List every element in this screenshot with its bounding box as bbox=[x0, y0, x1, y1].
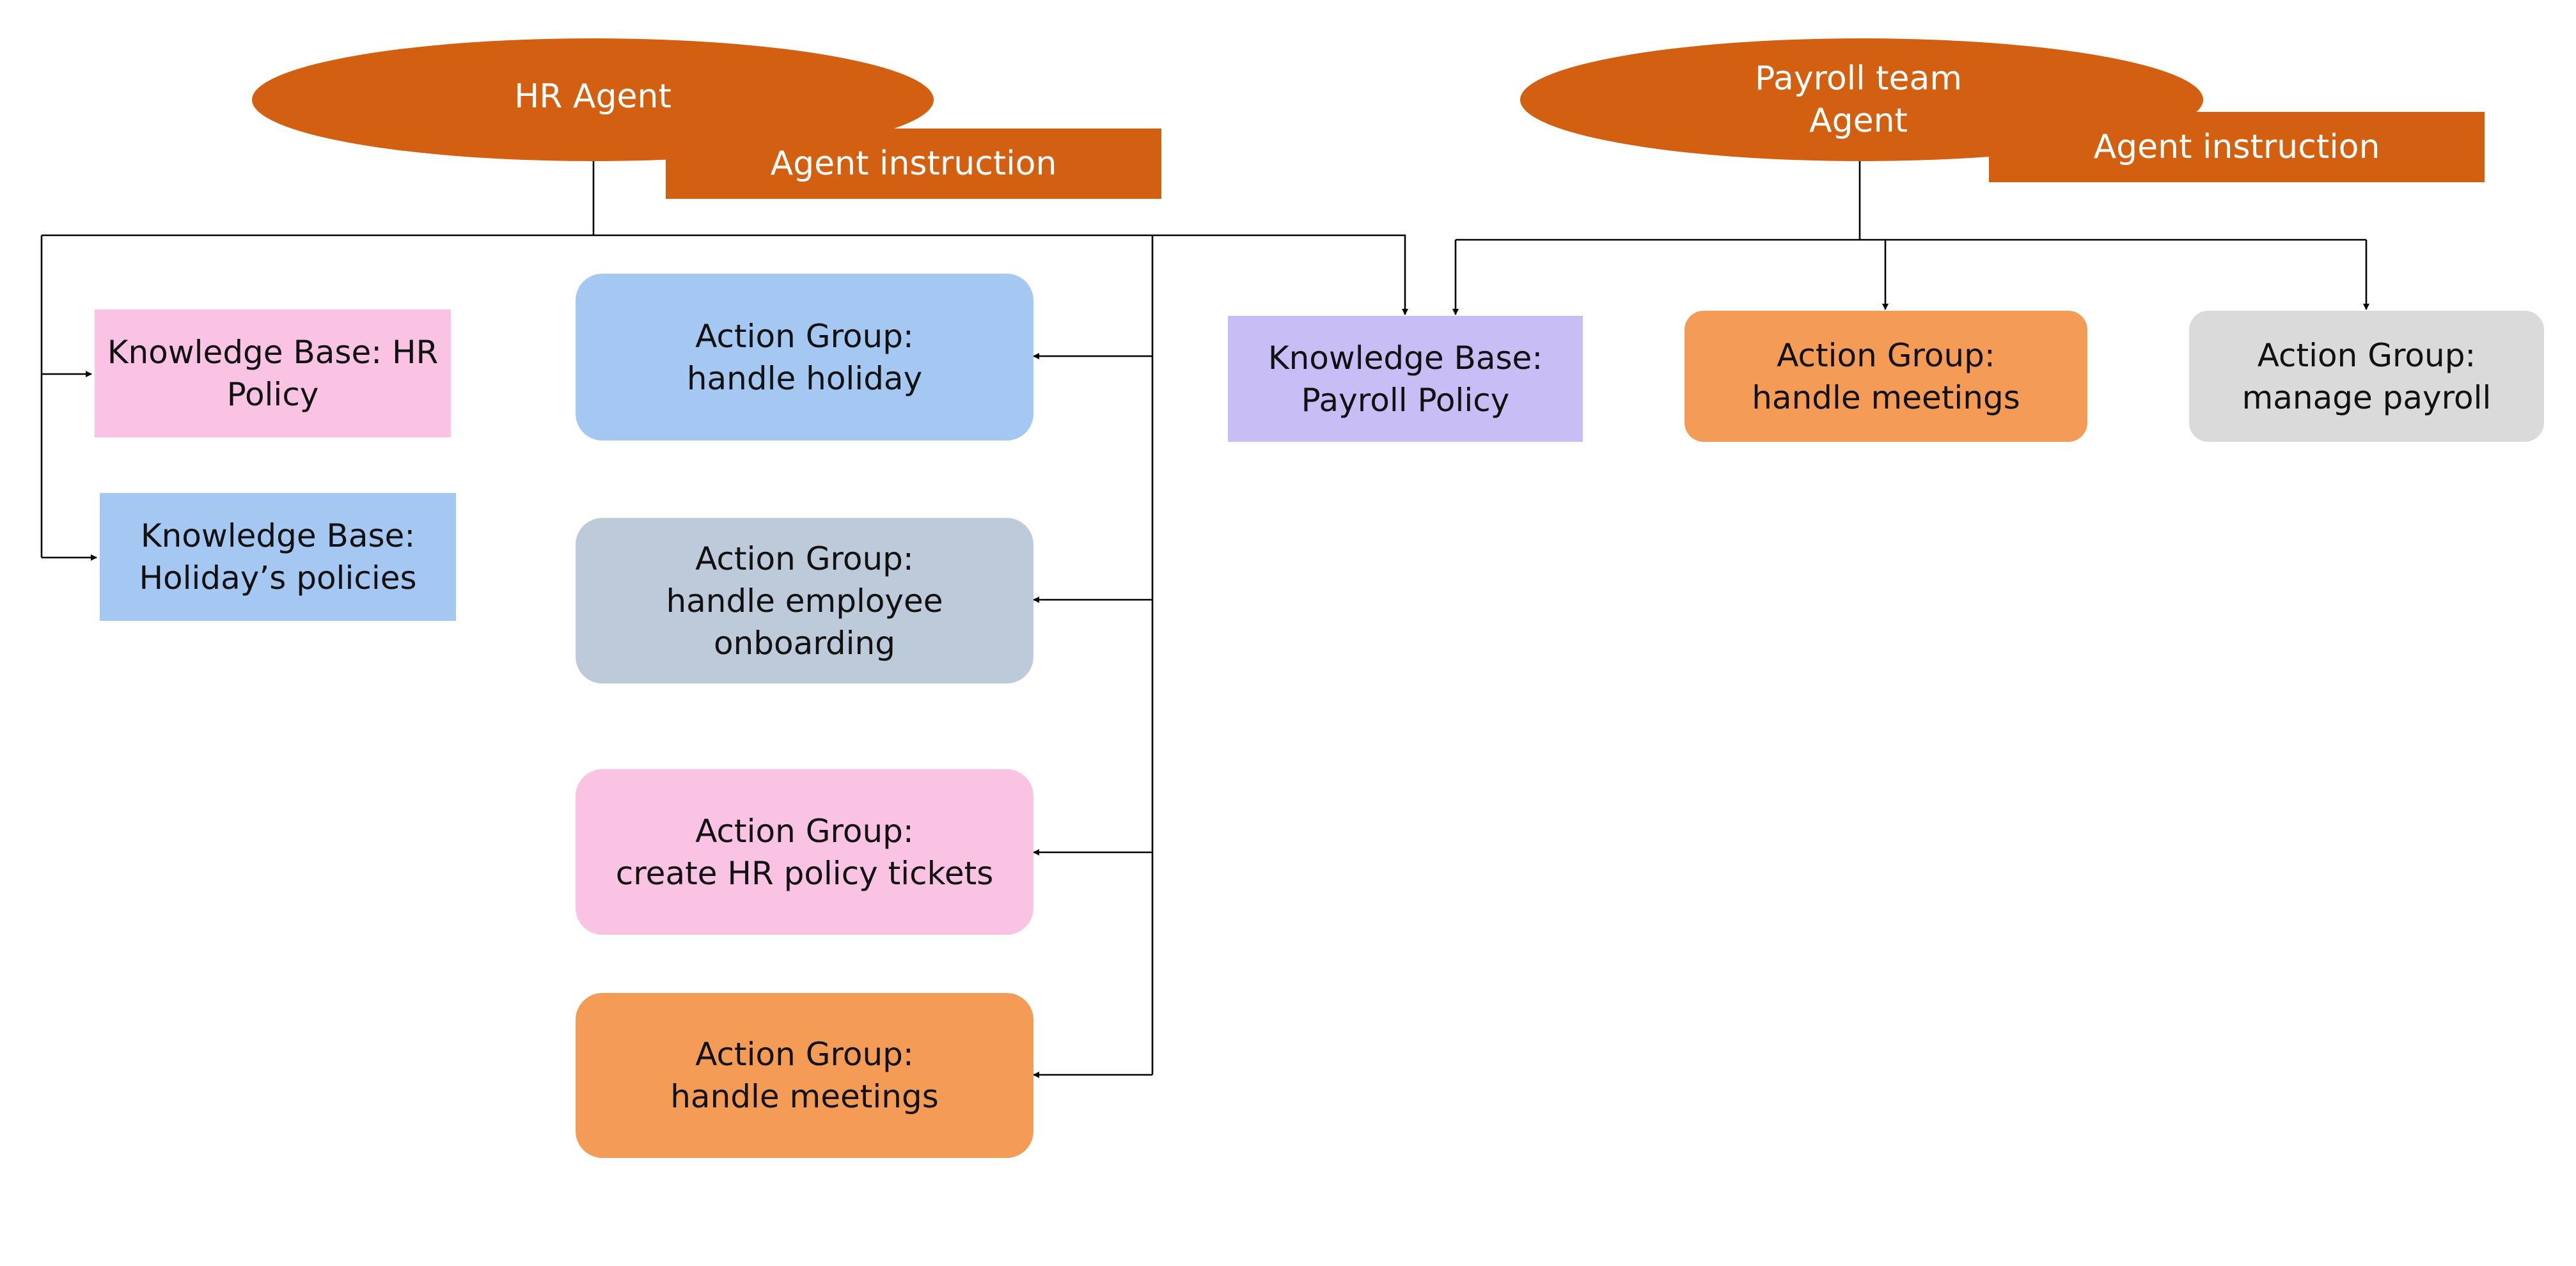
ag-handle-holiday-box: Action Group: handle holiday bbox=[576, 274, 1033, 441]
kb-hr-policy-box: Knowledge Base: HR Policy bbox=[95, 309, 451, 437]
kb-payroll-policy-box: Knowledge Base: Payroll Policy bbox=[1228, 316, 1583, 442]
ag-hr-policy-tickets-box: Action Group: create HR policy tickets bbox=[576, 769, 1033, 935]
kb-holiday-policies-box: Knowledge Base: Holiday’s policies bbox=[100, 493, 456, 621]
ag-handle-holiday-label: Action Group: handle holiday bbox=[686, 317, 923, 397]
ag-employee-onboarding-label: Action Group: handle employee onboarding bbox=[666, 540, 943, 662]
ag-manage-payroll-label: Action Group: manage payroll bbox=[2242, 336, 2492, 416]
ag-hr-policy-tickets-label: Action Group: create HR policy tickets bbox=[615, 812, 994, 892]
ag-employee-onboarding-box: Action Group: handle employee onboarding bbox=[576, 518, 1033, 684]
kb-payroll-policy-label: Knowledge Base: Payroll Policy bbox=[1268, 339, 1543, 419]
ag-payroll-handle-meetings-box: Action Group: handle meetings bbox=[1685, 311, 2087, 442]
payroll-agent-instruction-box: Agent instruction bbox=[1989, 112, 2485, 182]
hr-agent-instruction-label: Agent instruction bbox=[770, 145, 1057, 183]
ag-manage-payroll-box: Action Group: manage payroll bbox=[2189, 311, 2544, 442]
kb-hr-policy-label: Knowledge Base: HR Policy bbox=[107, 334, 439, 413]
payroll-agent-label: Payroll team Agent bbox=[1754, 59, 1963, 140]
payroll-agent-instruction-label: Agent instruction bbox=[2093, 128, 2380, 166]
arrow-hr-to-kb-payroll bbox=[1152, 234, 1408, 315]
kb-holiday-policies-label: Knowledge Base: Holiday’s policies bbox=[139, 517, 417, 597]
hr-agent-instruction-box: Agent instruction bbox=[666, 129, 1161, 199]
hr-agent-label: HR Agent bbox=[514, 77, 671, 116]
ag-hr-handle-meetings-box: Action Group: handle meetings bbox=[576, 993, 1033, 1158]
ag-hr-handle-meetings-label: Action Group: handle meetings bbox=[670, 1036, 939, 1115]
ag-payroll-handle-meetings-label: Action Group: handle meetings bbox=[1752, 336, 2020, 416]
